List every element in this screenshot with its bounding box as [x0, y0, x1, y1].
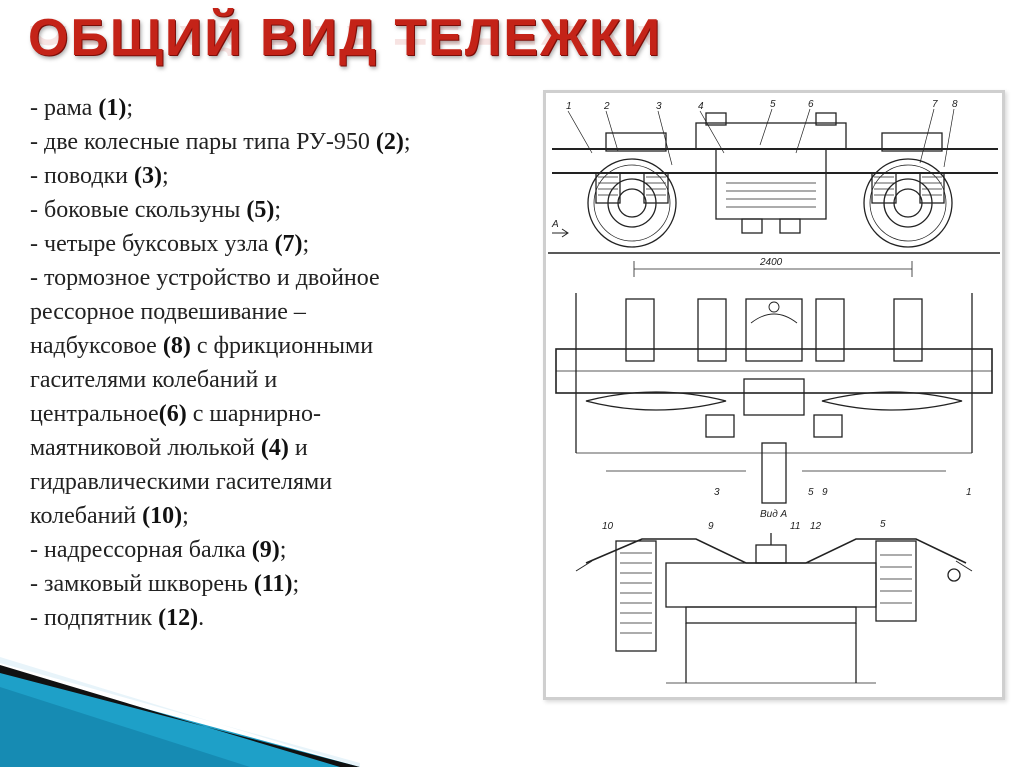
section-callout-9: 9: [708, 521, 714, 532]
list-item: - боковые скользуны (5);: [30, 197, 282, 223]
list-item: - надрессорная балка (9);: [30, 537, 287, 563]
plan-callout-3: 3: [714, 487, 720, 498]
list-item: - поводки (3);: [30, 163, 169, 189]
list-item: надбуксовое (8) с фрикционными: [30, 333, 374, 359]
callout-leaders: [567, 108, 955, 168]
list-item: - четыре буксовых узла (7);: [30, 231, 310, 257]
section-callout-11: 11: [790, 521, 800, 532]
view-a-label: Вид А: [760, 509, 788, 520]
plan-callout-9: 9: [822, 487, 828, 498]
decorative-corner-stripes: [0, 647, 360, 767]
list-item: маятниковой люлькой (4) и: [30, 435, 308, 461]
plan-view: [555, 293, 993, 504]
callout-7: 7: [932, 99, 938, 110]
section-callout-10: 10: [602, 521, 614, 532]
list-item: - замковый шкворень (11);: [30, 571, 300, 597]
callout-6: 6: [808, 99, 814, 110]
plan-view-labels: 3 5 9 1: [714, 487, 972, 498]
list-item: центральное(6) с шарнирно-: [30, 401, 321, 427]
list-item: гасителями колебаний и: [30, 367, 278, 393]
list-item: - тормозное устройство и двойное: [30, 265, 380, 291]
callout-5: 5: [770, 99, 776, 110]
side-view: [548, 112, 1000, 277]
bogie-drawing: 1 2 3 4 5 6 7 8 А 2400: [543, 90, 1005, 700]
callout-8: 8: [952, 99, 958, 110]
spec-list: - рама (1); - две колесные пары типа РУ-…: [30, 91, 540, 635]
view-arrow-label: А: [551, 219, 559, 230]
list-item: рессорное подвешивание –: [30, 299, 306, 325]
section-view: [575, 533, 973, 684]
callout-4: 4: [698, 101, 704, 112]
callout-1: 1: [566, 101, 572, 112]
list-item: колебаний (10);: [30, 503, 189, 529]
side-view-labels: 1 2 3 4 5 6 7 8 А 2400: [551, 99, 958, 268]
list-item: - рама (1);: [30, 95, 133, 121]
section-callout-5: 5: [880, 519, 886, 530]
callout-3: 3: [656, 101, 662, 112]
list-item: - подпятник (12).: [30, 605, 205, 631]
plan-callout-5: 5: [808, 487, 814, 498]
section-view-labels: Вид А 10 9 11 12 5: [602, 509, 886, 532]
slide-title: ОБЩИЙ ВИД ТЕЛЕЖКИ: [28, 9, 663, 67]
callout-2: 2: [603, 101, 610, 112]
list-item: - две колесные пары типа РУ-950 (2);: [30, 129, 411, 155]
plan-callout-1: 1: [966, 487, 972, 498]
dimension-label: 2400: [759, 257, 783, 268]
section-callout-12: 12: [810, 521, 822, 532]
list-item: гидравлическими гасителями: [30, 469, 333, 495]
